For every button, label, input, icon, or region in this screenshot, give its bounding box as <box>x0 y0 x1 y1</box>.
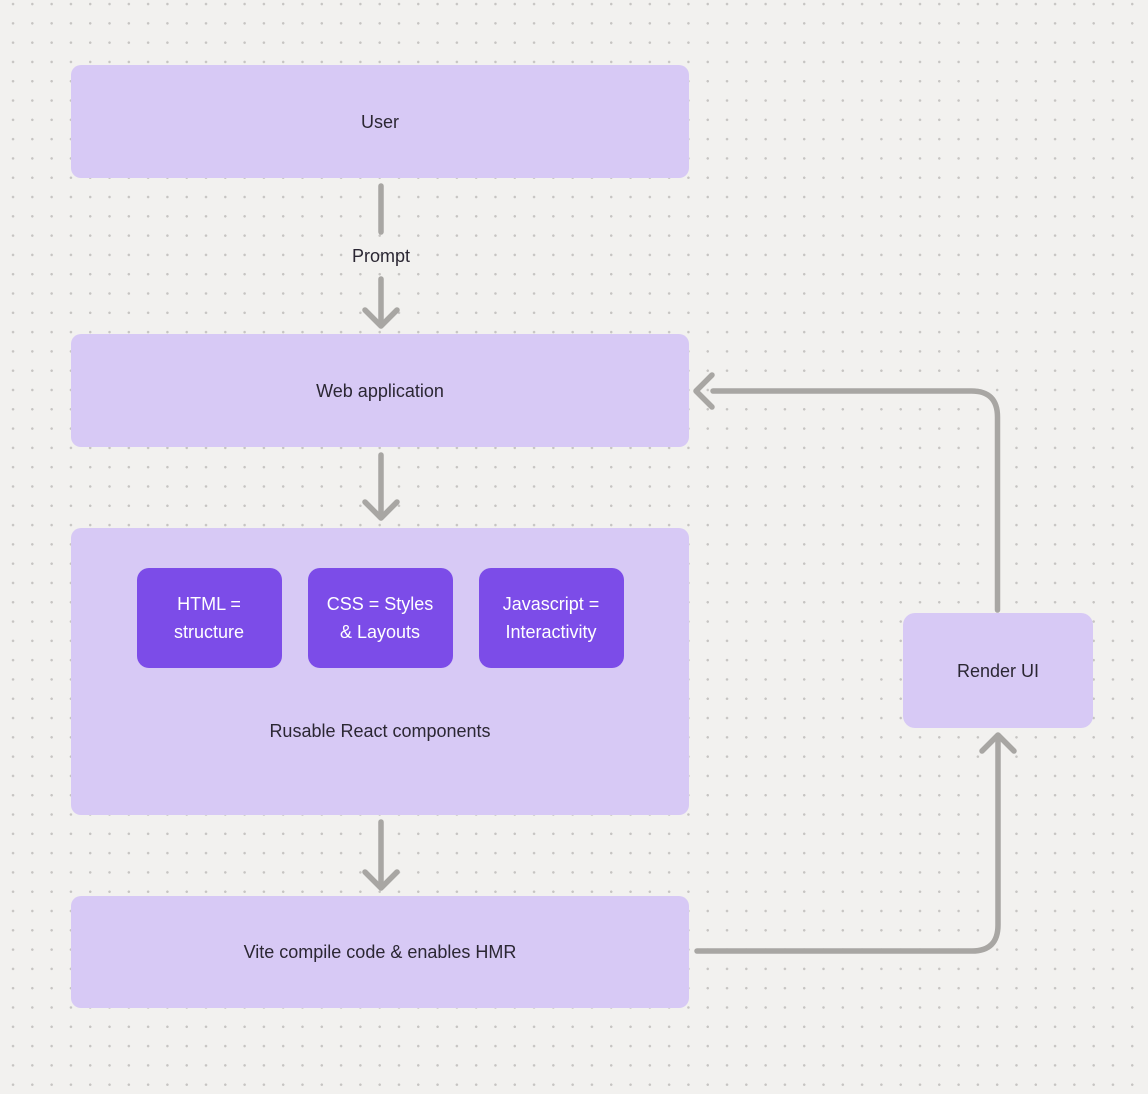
connector-vite-to-renderui <box>694 737 1001 954</box>
arrow-down-icon <box>362 307 400 329</box>
arrow-up-icon <box>979 732 1017 754</box>
arrow-left-icon <box>693 372 715 410</box>
node-user: User <box>71 65 689 178</box>
node-render-ui-label: Render UI <box>956 660 1040 681</box>
components-group-caption: Rusable React components <box>269 721 491 741</box>
arrow-down-icon <box>362 499 400 521</box>
node-vite: Vite compile code & enables HMR <box>71 896 689 1008</box>
node-web-application-label: Web application <box>316 380 444 401</box>
node-web-application: Web application <box>71 334 689 447</box>
arrow-down-icon <box>362 869 400 891</box>
node-user-label: User <box>360 111 399 132</box>
chip-html: HTML = structure <box>136 568 282 668</box>
components-chip-row: HTML = structure CSS = Styles & Layouts … <box>71 568 689 668</box>
connector-renderui-to-webapp <box>710 388 1001 613</box>
node-vite-label: Vite compile code & enables HMR <box>243 942 517 962</box>
chip-javascript: Javascript = Interactivity <box>478 568 624 668</box>
chip-css: CSS = Styles & Layouts <box>307 568 453 668</box>
node-react-components-group: HTML = structure CSS = Styles & Layouts … <box>71 528 689 815</box>
edge-label-prompt: Prompt <box>351 246 411 266</box>
node-render-ui: Render UI <box>903 613 1093 728</box>
